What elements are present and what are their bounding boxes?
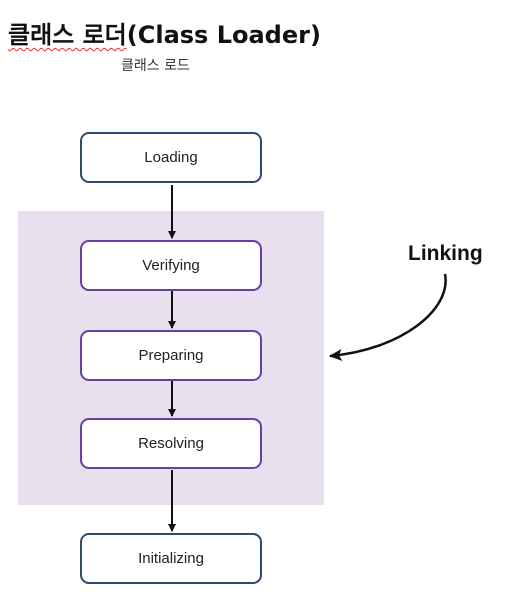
step-initializing: Initializing [80,533,262,584]
linking-pointer-arrow [329,273,447,361]
step-preparing: Preparing [80,330,262,381]
step-loading: Loading [80,132,262,183]
page-title: 클래스 로더(Class Loader) [8,20,321,50]
page-subtitle: 클래스 로드 [121,58,190,74]
title-korean: 클래스 로더 [8,21,127,49]
title-english: (Class Loader) [126,21,321,49]
linking-label: Linking [408,242,483,265]
step-verifying: Verifying [80,240,262,291]
step-resolving: Resolving [80,418,262,469]
